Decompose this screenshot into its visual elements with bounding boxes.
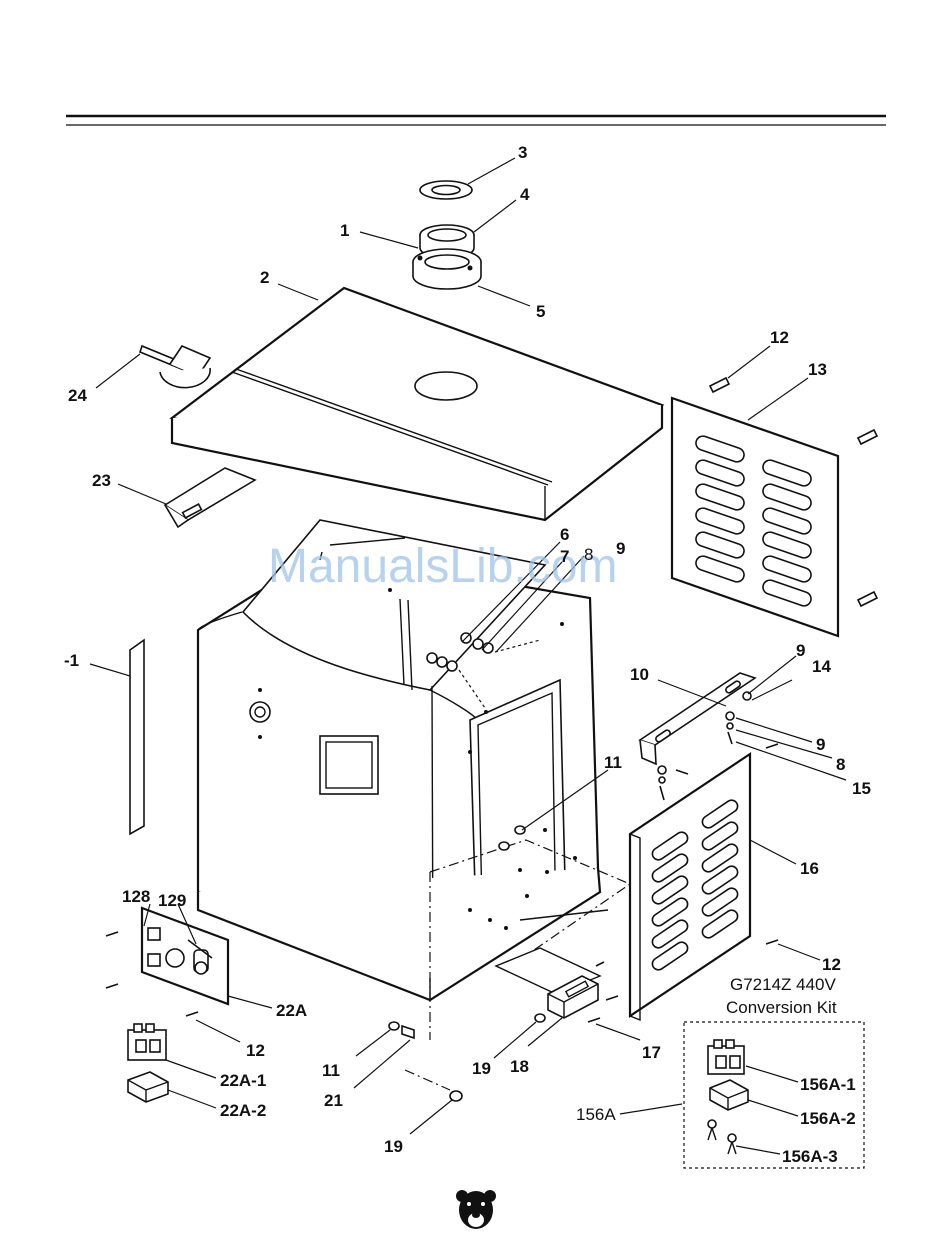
label-8a: 8 — [584, 545, 593, 564]
label-minus-1: -1 — [64, 651, 79, 670]
part-156A-3 — [708, 1120, 736, 1154]
label-129: 129 — [158, 891, 186, 910]
part-contactor-156A-1 — [708, 1040, 744, 1074]
label-6: 6 — [560, 525, 569, 544]
part-contactor-22A-1 — [128, 1024, 166, 1060]
label-5: 5 — [536, 302, 545, 321]
label-17: 17 — [642, 1043, 661, 1062]
label-13: 13 — [808, 360, 827, 379]
label-9a: 9 — [616, 539, 625, 558]
part-bracket-23 — [165, 468, 255, 527]
label-7: 7 — [560, 547, 569, 566]
label-4: 4 — [520, 185, 530, 204]
label-1: 1 — [340, 221, 349, 240]
label-22A-2: 22A-2 — [220, 1101, 266, 1120]
label-11a: 11 — [604, 753, 622, 772]
kit-subtitle: Conversion Kit — [726, 998, 837, 1017]
label-10: 10 — [630, 665, 649, 684]
label-14: 14 — [812, 657, 831, 676]
label-11b: 11 — [322, 1061, 340, 1080]
label-16: 16 — [800, 859, 819, 878]
label-24: 24 — [68, 386, 87, 405]
label-8b: 8 — [836, 755, 845, 774]
kit-title: G7214Z 440V — [730, 975, 837, 994]
bear-logo-icon — [456, 1190, 496, 1229]
label-21: 21 — [324, 1091, 343, 1110]
label-strip — [130, 640, 144, 834]
part-vent-panel-13 — [672, 398, 838, 636]
label-19b: 19 — [384, 1137, 403, 1156]
part-ring-3 — [420, 181, 472, 199]
label-22A-1: 22A-1 — [220, 1071, 266, 1090]
part-relay-156A-2 — [710, 1080, 748, 1110]
label-2: 2 — [260, 268, 269, 287]
label-128: 128 — [122, 887, 150, 906]
label-23: 23 — [92, 471, 111, 490]
label-12a: 12 — [770, 328, 789, 347]
label-156A-3: 156A-3 — [782, 1147, 838, 1166]
label-9c: 9 — [816, 735, 825, 754]
part-relay-22A-2 — [128, 1072, 168, 1102]
label-15: 15 — [852, 779, 871, 798]
part-24 — [140, 346, 210, 388]
label-3: 3 — [518, 143, 527, 162]
part-housing-5 — [413, 249, 481, 289]
label-156A-2: 156A-2 — [800, 1109, 856, 1128]
label-12c: 12 — [822, 955, 841, 974]
label-9b: 9 — [796, 641, 805, 660]
label-19a: 19 — [472, 1059, 491, 1078]
label-22A: 22A — [276, 1001, 307, 1020]
label-156A-1: 156A-1 — [800, 1075, 856, 1094]
label-12b: 12 — [246, 1041, 265, 1060]
part-terminal-block-17 — [548, 962, 604, 1018]
part-switch-panel-22A — [142, 908, 228, 1004]
guide-line-3 — [405, 1070, 450, 1090]
label-18: 18 — [510, 1057, 529, 1076]
label-156A: 156A — [576, 1105, 616, 1124]
